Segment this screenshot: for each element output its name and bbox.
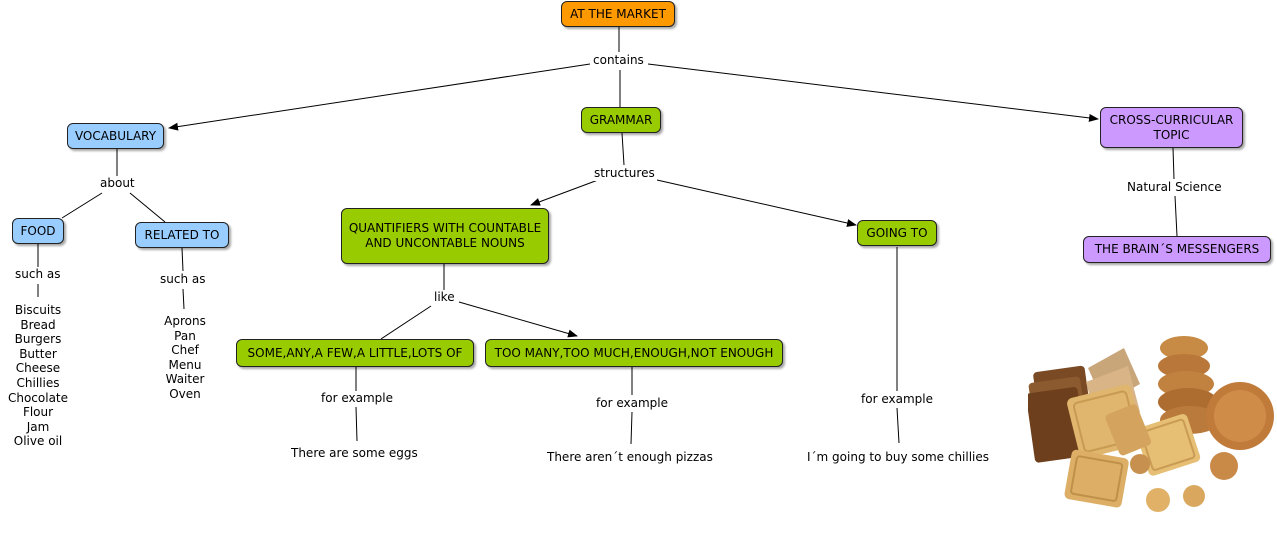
list-item: Cheese	[15, 361, 61, 376]
link-about-food	[61, 192, 103, 219]
list-item: Oven	[169, 386, 201, 401]
link-forexample-some-eg	[355, 406, 358, 442]
link-label-contains: contains	[591, 53, 646, 68]
link-grammar-structures	[621, 132, 625, 166]
link-suchas-related-list	[182, 288, 185, 310]
list-item: Jam	[26, 419, 50, 434]
link-label-such-as-related: such as	[158, 272, 208, 287]
link-label-for-example-going: for example	[859, 392, 935, 407]
link-like-some	[380, 305, 432, 340]
link-label-like: like	[432, 290, 457, 305]
example-going-to-buy: I´m going to buy some chillies	[805, 450, 992, 465]
link-naturalscience-brain	[1174, 195, 1178, 237]
link-forexample-going-eg	[896, 407, 900, 444]
link-label-for-example-too: for example	[594, 396, 670, 411]
concept-grammar[interactable]: GRAMMAR	[581, 107, 661, 133]
concept-related-to[interactable]: RELATED TO	[135, 222, 229, 248]
link-label-for-example-some: for example	[319, 391, 395, 406]
link-like-too	[458, 301, 578, 338]
link-contains-cross	[647, 63, 1099, 122]
link-cross-naturalscience	[1172, 147, 1175, 180]
concept-vocabulary[interactable]: VOCABULARY	[67, 123, 164, 149]
link-label-natural-science: Natural Science	[1125, 180, 1224, 195]
link-label-structures: structures	[592, 166, 657, 181]
concept-some-any[interactable]: SOME,ANY,A FEW,A LITTLE,LOTS OF	[236, 339, 474, 367]
list-item: Butter	[19, 346, 57, 361]
concept-going-to[interactable]: GOING TO	[857, 220, 937, 246]
concept-cross-curricular-topic[interactable]: CROSS-CURRICULAR TOPIC	[1100, 107, 1243, 148]
list-item: Chocolate	[7, 390, 69, 405]
link-contains-vocabulary	[168, 63, 591, 131]
list-item: Bread	[20, 317, 56, 332]
related-items-list: Aprons Pan Chef Menu Waiter Oven	[155, 314, 215, 402]
link-related-suchas	[181, 247, 184, 272]
example-enough-pizzas: There aren´t enough pizzas	[545, 450, 715, 465]
concept-too-many[interactable]: TOO MANY,TOO MUCH,ENOUGH,NOT ENOUGH	[485, 339, 783, 367]
concept-at-the-market[interactable]: AT THE MARKET	[561, 1, 675, 27]
list-item: Aprons	[164, 314, 206, 328]
list-item: Flour	[22, 405, 54, 420]
link-about-related	[129, 192, 166, 223]
concept-brains-messengers[interactable]: THE BRAIN´S MESSENGERS	[1083, 236, 1271, 263]
link-label-about: about	[98, 176, 137, 191]
link-structures-goingto	[656, 179, 857, 227]
link-forexample-too-eg	[630, 411, 633, 445]
concept-quantifiers[interactable]: QUANTIFIERS WITH COUNTABLE AND UNCONTABL…	[341, 208, 549, 264]
food-items-list: Biscuits Bread Burgers Butter Cheese Chi…	[5, 303, 71, 449]
link-structures-quantifiers	[530, 179, 599, 206]
biscuits-image	[1028, 336, 1274, 512]
list-item: Waiter	[165, 372, 205, 387]
list-item: Burgers	[14, 332, 62, 347]
list-item: Pan	[174, 328, 196, 343]
list-item: Menu	[168, 357, 202, 372]
concept-food[interactable]: FOOD	[12, 218, 64, 244]
list-item: Chillies	[16, 375, 60, 390]
example-some-eggs: There are some eggs	[289, 446, 420, 461]
list-item: Biscuits	[14, 303, 62, 317]
link-label-such-as-food: such as	[13, 267, 63, 282]
list-item: Olive oil	[13, 434, 63, 449]
list-item: Chef	[171, 343, 199, 358]
